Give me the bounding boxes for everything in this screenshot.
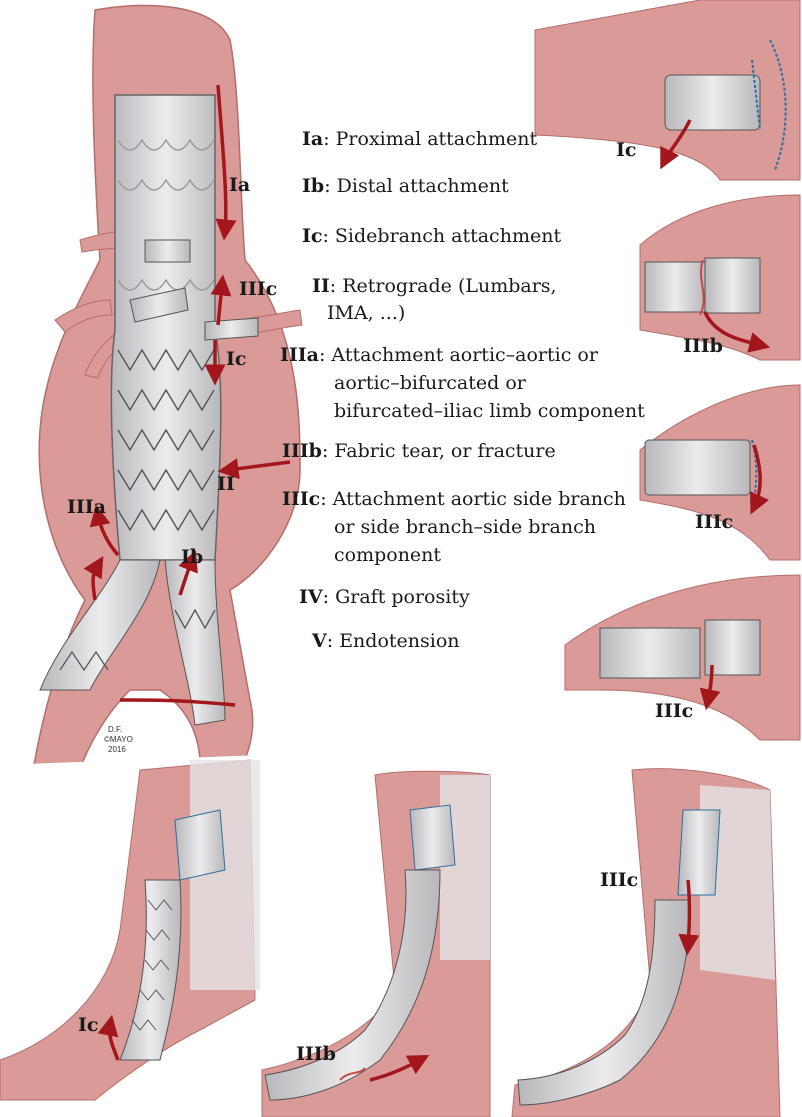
legend-text: or side branch–side branch (334, 516, 596, 538)
branch-graft-upper (145, 240, 190, 262)
legend-item-iiia-cont1: aortic–bifurcated or (334, 372, 526, 394)
legend-item-iiic-cont2: component (334, 544, 441, 566)
legend-item-ib: Ib: Distal attachment (302, 175, 509, 197)
legend-code: IIIa (280, 344, 319, 366)
bottom-panel-1: Ic (0, 755, 270, 1117)
panel-1: Ic (535, 0, 800, 180)
legend-item-iiia-cont2: bifurcated–iliac limb component (334, 400, 645, 422)
panel-3: IIIc (640, 385, 800, 560)
bottom-panel-2: IIIb (262, 771, 490, 1117)
legend-item-ia: Ia: Proximal attachment (302, 128, 537, 150)
legend-text: : Distal attachment (324, 175, 509, 197)
legend-code: V (312, 630, 327, 652)
legend-item-iiic: IIIc: Attachment aortic side branch (282, 488, 626, 510)
label-main-ic: Ic (226, 348, 246, 370)
legend-item-iiic-cont1: or side branch–side branch (334, 516, 596, 538)
bottom-panel-3: IIIc (512, 769, 780, 1117)
label-main-iiia: IIIa (67, 496, 106, 518)
legend-code: IV (299, 586, 323, 608)
label-panel3-iiic: IIIc (695, 511, 733, 533)
legend-item-ii-cont: IMA, ...) (327, 302, 405, 324)
label-main-iiic: IIIc (239, 278, 277, 300)
legend-text: : Sidebranch attachment (322, 225, 561, 247)
legend-text: : Fabric tear, or fracture (322, 440, 556, 462)
main-aorta-diagram: Ia IIIc Ic II IIIa Ib D.F. ©MAYO 2016 (30, 5, 302, 800)
label-bottom3-iiic: IIIc (600, 869, 638, 891)
credit-line-3: 2016 (108, 745, 126, 754)
label-main-ib: Ib (181, 546, 203, 568)
legend-code: Ia (302, 128, 323, 150)
label-panel1-ic: Ic (616, 139, 636, 161)
label-panel4-iiic: IIIc (655, 700, 693, 722)
legend-text: bifurcated–iliac limb component (334, 400, 645, 422)
legend-text: : Proximal attachment (323, 128, 537, 150)
legend-text: IMA, ...) (327, 302, 405, 324)
legend-item-iiia: IIIa: Attachment aortic–aortic or (280, 344, 598, 366)
legend-text: : Attachment aortic side branch (320, 488, 626, 510)
legend-code: IIIc (282, 488, 320, 510)
legend-code: II (312, 275, 330, 297)
legend-code: Ic (302, 225, 322, 247)
legend-text: : Retrograde (Lumbars, (330, 275, 557, 297)
branch-graft-right (205, 318, 258, 340)
legend-item-ic: Ic: Sidebranch attachment (302, 225, 561, 247)
label-main-ii: II (217, 473, 235, 495)
legend-item-ii: II: Retrograde (Lumbars, (312, 275, 557, 297)
legend-code: Ib (302, 175, 324, 197)
credit-line-2: ©MAYO (104, 735, 133, 744)
legend-item-v: V: Endotension (312, 630, 460, 652)
legend-text: component (334, 544, 441, 566)
legend-text: : Endotension (327, 630, 460, 652)
label-main-ia: Ia (229, 174, 250, 196)
legend-text: : Attachment aortic–aortic or (319, 344, 598, 366)
panel-2: IIIb (640, 195, 800, 360)
legend-text: aortic–bifurcated or (334, 372, 526, 394)
label-bottom1-ic: Ic (78, 1014, 98, 1036)
label-panel2-iiib: IIIb (683, 335, 723, 357)
main-graft (111, 95, 220, 560)
panel-4: IIIc (565, 575, 800, 740)
legend-code: IIIb (282, 440, 322, 462)
legend-item-iiib: IIIb: Fabric tear, or fracture (282, 440, 556, 462)
legend-item-iv: IV: Graft porosity (299, 586, 470, 608)
credit-line-1: D.F. (108, 725, 122, 734)
label-bottom2-iiib: IIIb (296, 1043, 336, 1065)
legend-text: : Graft porosity (323, 586, 470, 608)
